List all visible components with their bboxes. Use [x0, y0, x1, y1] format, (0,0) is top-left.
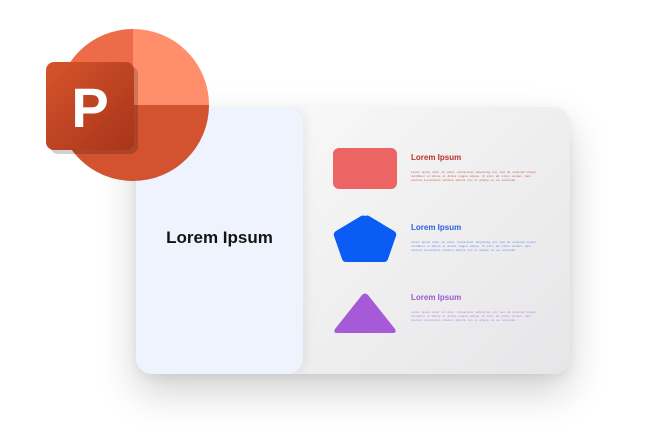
item-body-2: Lorem ipsum dolor sit amet, consectetur … — [411, 241, 537, 253]
slide-preview[interactable]: Lorem Ipsum Lorem Ipsum Lorem ipsum dolo… — [136, 107, 570, 374]
rounded-rectangle-shape[interactable] — [333, 148, 397, 189]
triangle-shape[interactable] — [332, 292, 398, 334]
pentagon-shape[interactable] — [332, 214, 398, 264]
slide-title: Lorem Ipsum — [166, 228, 273, 247]
item-body-3: Lorem ipsum dolor sit amet, consectetur … — [411, 311, 537, 323]
item-heading-1: Lorem Ipsum — [411, 153, 462, 162]
item-heading-2: Lorem Ipsum — [411, 223, 462, 232]
item-heading-3: Lorem Ipsum — [411, 293, 462, 302]
powerpoint-logo-icon: P — [46, 29, 209, 181]
logo-letter: P — [71, 76, 108, 139]
item-body-1: Lorem ipsum dolor sit amet, consectetur … — [411, 171, 537, 183]
